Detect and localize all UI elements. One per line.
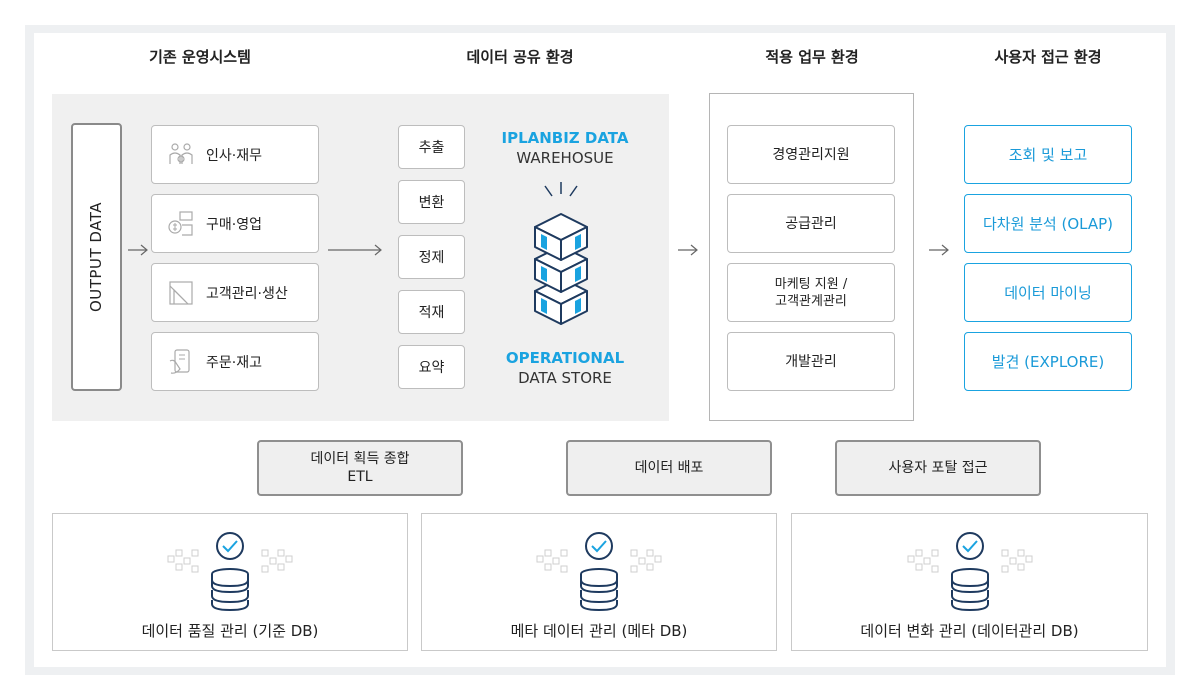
database-check-icon (167, 532, 293, 612)
middle-data-distribution: 데이터 배포 (566, 440, 772, 496)
etl-step-extract: 추출 (398, 125, 465, 169)
header-data-sharing: 데이터 공유 환경 (466, 48, 574, 66)
warehouse-line-2: WAREHOSUE (516, 149, 614, 167)
app-label-line-1: 마케팅 지원 / (774, 276, 848, 292)
etl-step-cleanse: 정제 (398, 235, 465, 279)
etl-step-summarize: 요약 (398, 345, 465, 389)
source-hr-finance: 인사·재무 (151, 125, 319, 184)
db-caption: 데이터 품질 관리 (기준 DB) (141, 622, 319, 640)
middle-label: 데이터 배포 (634, 460, 704, 476)
db-caption: 메타 데이터 관리 (메타 DB) (510, 622, 688, 640)
chart-icon (169, 280, 193, 305)
arrow-right-icon (128, 244, 148, 256)
data-cube-stack-icon (534, 182, 588, 325)
warehouse-line-1: IPLANBIZ DATA (501, 129, 629, 147)
user-olap: 다차원 분석 (OLAP) (964, 194, 1132, 253)
people-icon (169, 142, 193, 164)
arrow-right-icon (929, 244, 949, 256)
header-legacy-systems: 기존 운영시스템 (149, 48, 251, 66)
app-development-management: 개발관리 (727, 332, 895, 391)
database-check-icon (907, 532, 1032, 612)
app-label-line-2: 고객관계관리 (775, 293, 847, 309)
user-explore: 발견 (EXPLORE) (964, 332, 1132, 391)
source-order-inventory: 주문·재고 (151, 332, 319, 391)
header-business-environment: 적용 업무 환경 (765, 48, 859, 66)
user-query-report: 조회 및 보고 (964, 125, 1132, 184)
app-label: 개발관리 (785, 353, 837, 370)
source-label: 인사·재무 (206, 147, 262, 164)
middle-label: 사용자 포탈 접근 (888, 460, 988, 476)
ods-line-1: OPERATIONAL (505, 349, 625, 367)
app-management-support: 경영관리지원 (727, 125, 895, 184)
app-supply-management: 공급관리 (727, 194, 895, 253)
output-data-box: OUTPUT DATA (71, 123, 122, 391)
etl-step-transform: 변환 (398, 180, 465, 224)
etl-step-load: 적재 (398, 290, 465, 334)
db-quality-management: 데이터 품질 관리 (기준 DB) (52, 513, 408, 651)
middle-label-line-2: ETL (347, 469, 373, 485)
app-marketing-crm: 마케팅 지원 / 고객관계관리 (727, 263, 895, 322)
source-label: 구매·영업 (206, 216, 262, 233)
source-customer-production: 고객관리·생산 (151, 263, 319, 322)
source-label: 주문·재고 (206, 354, 262, 371)
middle-label-line-1: 데이터 획득 종합 (310, 451, 410, 467)
middle-etl-acquisition: 데이터 획득 종합 ETL (257, 440, 463, 496)
arrow-right-icon (678, 244, 698, 256)
source-label: 고객관리·생산 (206, 285, 288, 302)
ods-line-2: DATA STORE (518, 369, 612, 387)
user-data-mining: 데이터 마이닝 (964, 263, 1132, 322)
app-label: 경영관리지원 (772, 146, 850, 163)
database-check-icon (536, 532, 662, 612)
middle-portal-access: 사용자 포탈 접근 (835, 440, 1041, 496)
header-user-access: 사용자 접근 환경 (994, 48, 1102, 66)
db-caption: 데이터 변화 관리 (데이터관리 DB) (860, 622, 1079, 640)
arrow-right-icon (328, 244, 382, 256)
ods-title: OPERATIONAL DATA STORE (490, 348, 640, 388)
source-purchase-sales: 구매·영업 (151, 194, 319, 253)
output-data-label: OUTPUT DATA (87, 201, 106, 313)
warehouse-title: IPLANBIZ DATA WAREHOSUE (490, 128, 640, 168)
coins-icon (168, 210, 193, 236)
db-change-management: 데이터 변화 관리 (데이터관리 DB) (791, 513, 1148, 651)
order-icon (169, 348, 190, 374)
app-label: 공급관리 (785, 215, 837, 232)
db-meta-management: 메타 데이터 관리 (메타 DB) (421, 513, 777, 651)
